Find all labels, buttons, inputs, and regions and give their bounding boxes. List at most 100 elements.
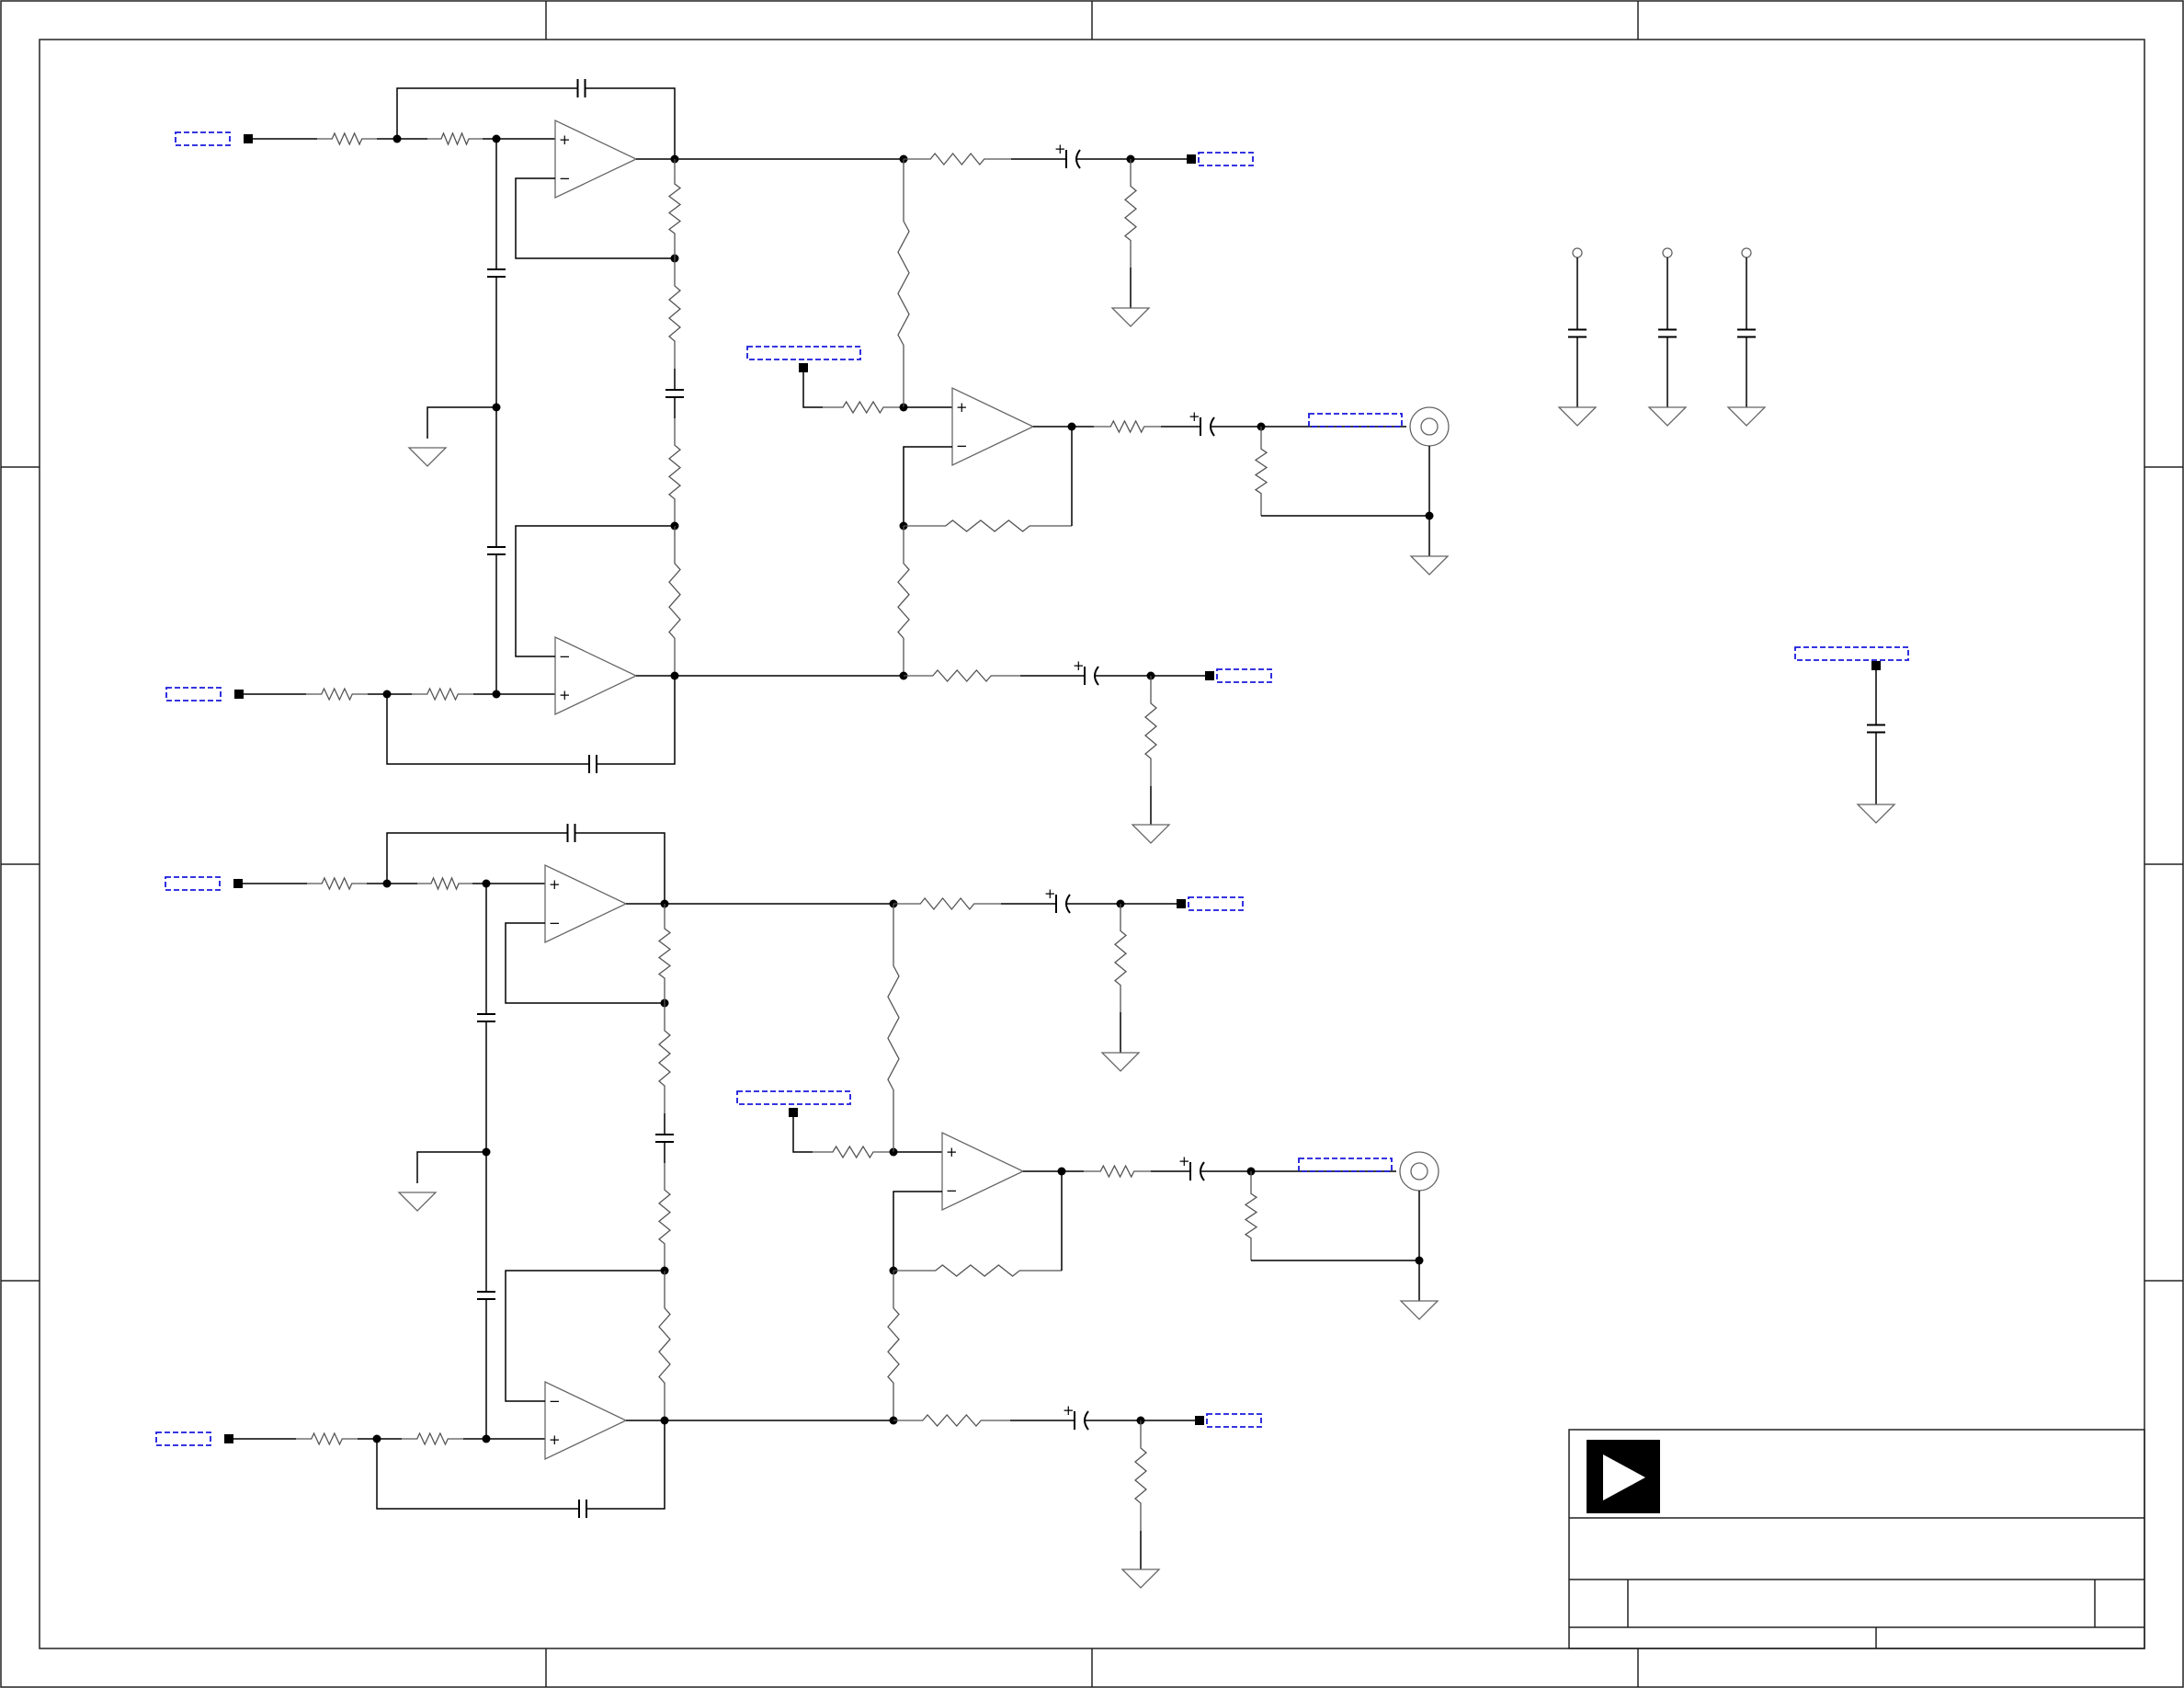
resistor-zigzag (417, 876, 472, 891)
resistor-zigzag (1094, 419, 1161, 434)
op-amp-triangle (554, 119, 638, 200)
resistor (296, 1431, 358, 1446)
resistor (307, 876, 367, 891)
junction-dot (482, 1434, 491, 1443)
ground-triangle (1647, 406, 1688, 427)
resistor (658, 1271, 671, 1420)
resistor (668, 526, 681, 676)
ground-icon (1131, 824, 1171, 844)
capacitor (1658, 317, 1677, 349)
polarized-capacitor: + (1054, 141, 1085, 169)
ground-icon (1409, 555, 1450, 576)
ground-icon (1647, 406, 1688, 427)
resistor (657, 904, 672, 1003)
port-pin (1195, 1416, 1204, 1425)
port-pin (1187, 154, 1196, 164)
ground-triangle (1409, 555, 1450, 576)
op-amp-minus-sign: − (559, 648, 571, 665)
resistor-zigzag (668, 526, 681, 676)
wire (903, 446, 952, 526)
op-amp-plus-sign: + (559, 687, 571, 703)
capacitor-curved-plate (1094, 666, 1099, 686)
resistor (402, 1431, 463, 1446)
net-label-box (1794, 646, 1909, 661)
ground-icon (1120, 1568, 1161, 1589)
resistor-zigzag (893, 1414, 1010, 1427)
filter-stage-upper: +−−+++−++ (165, 79, 1450, 844)
capacitor (665, 369, 684, 418)
resistor (657, 1163, 672, 1271)
op-amp-minus-sign: − (946, 1182, 958, 1199)
polarized-capacitor: + (1044, 885, 1075, 914)
capacitor (655, 1113, 674, 1163)
resistor-zigzag (1123, 159, 1138, 268)
capacitor-plates (566, 824, 576, 842)
capacitor-plates (1867, 724, 1885, 734)
capacitor (1867, 713, 1885, 745)
jack-inner-ring (1420, 417, 1439, 436)
capacitor (581, 755, 605, 773)
op-amp: −+ (554, 635, 638, 716)
wire (1261, 446, 1430, 517)
ground-triangle (397, 1192, 438, 1212)
resistor (1094, 419, 1161, 434)
ground-icon (1856, 804, 1896, 824)
op-amp: −+ (544, 1380, 628, 1461)
resistor (667, 159, 682, 258)
capacitor-curved-plate (1065, 894, 1071, 914)
resistor (1123, 159, 1138, 268)
resistor (1113, 904, 1128, 1012)
wire (505, 922, 665, 1004)
resistor (1133, 1420, 1148, 1531)
audio-jack-icon (1409, 406, 1450, 447)
capacitor-plates (487, 268, 506, 278)
resistor-zigzag (307, 876, 367, 891)
resistor-zigzag (658, 1271, 671, 1420)
resistor (1084, 1164, 1151, 1179)
capacitor-plus-sign: + (1044, 885, 1056, 902)
wire (386, 694, 581, 765)
audio-jack-icon (1399, 1151, 1439, 1192)
op-amp-minus-sign: − (559, 170, 571, 187)
net-label-box (175, 131, 231, 146)
resistor (1244, 1171, 1258, 1260)
ground-triangle (1100, 1052, 1141, 1072)
capacitor-curved-plate (1075, 149, 1081, 169)
resistor (667, 258, 682, 369)
resistor (904, 519, 1072, 532)
junction-dot (492, 690, 501, 699)
resistor-zigzag (412, 687, 473, 701)
capacitor (1568, 317, 1587, 349)
resistor-zigzag (813, 1145, 893, 1159)
ground-triangle (1557, 406, 1598, 427)
wire (583, 832, 665, 904)
play-triangle-logo-icon (1587, 1440, 1660, 1513)
capacitor-plus-sign: + (1073, 657, 1085, 674)
resistor (412, 687, 473, 701)
supply-terminal-icon (1572, 247, 1583, 258)
op-amp-triangle (554, 635, 638, 716)
polarized-capacitor: + (1189, 408, 1219, 437)
op-amp-minus-sign: − (549, 1393, 561, 1409)
resistor (904, 152, 1011, 166)
capacitor-curved-plate (1200, 1161, 1205, 1181)
resistor-zigzag (1143, 676, 1158, 786)
ground-triangle (1110, 307, 1151, 327)
resistor-zigzag (667, 418, 682, 526)
capacitor-plates (477, 1291, 495, 1300)
resistor-zigzag (402, 1431, 463, 1446)
capacitor (487, 407, 506, 694)
net-label-box (1308, 413, 1403, 428)
capacitor (570, 79, 593, 97)
ground-triangle (1131, 824, 1171, 844)
net-label-box (165, 876, 221, 891)
net-label-box (746, 346, 861, 360)
wire (376, 1439, 571, 1510)
capacitor-plus-sign: + (1189, 408, 1200, 425)
filter-stage-lower: +−−+++−++ (155, 824, 1439, 1589)
wire (1251, 1191, 1420, 1261)
capacitor (560, 824, 583, 842)
resistor (897, 526, 910, 676)
